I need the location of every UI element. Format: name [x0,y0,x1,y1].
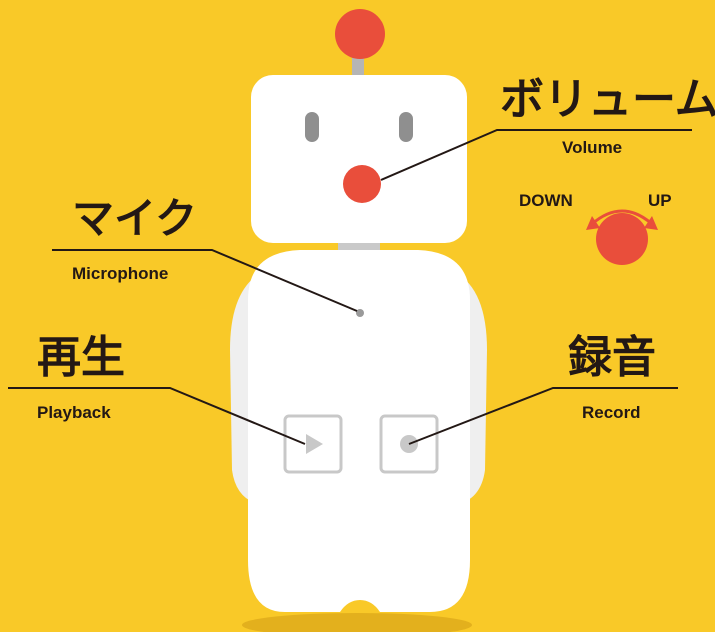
record-label-jp: 録音 [568,332,656,383]
right-eye [399,112,413,142]
volume-label-jp: ボリューム [500,74,715,125]
record-button[interactable] [379,414,439,474]
volume-leader-line [380,129,692,181]
volume-up-label: UP [648,191,672,210]
microphone-label-jp: マイク [72,194,198,243]
robot-head [251,75,467,243]
microphone-leader-line [52,249,358,312]
left-eye [305,112,319,142]
antenna-ball [335,9,385,59]
volume-dial [596,213,648,265]
robot-body [248,250,470,612]
volume-nose-button[interactable] [343,165,381,203]
volume-down-label: DOWN [519,191,573,210]
record-label-en: Record [582,403,641,422]
playback-label-jp: 再生 [37,332,125,383]
microphone-hole [356,309,364,317]
record-leader-line [408,387,678,445]
playback-leader-line [8,387,306,445]
arrow-left-head [586,216,600,230]
playback-label-en: Playback [37,403,111,422]
play-icon [306,434,323,454]
playback-button[interactable] [283,414,343,474]
robot-shadow [242,613,472,632]
microphone-label-en: Microphone [72,264,169,283]
volume-label-en: Volume [562,138,623,157]
double-arrow-icon [591,209,653,226]
arrow-right-head [644,216,658,230]
